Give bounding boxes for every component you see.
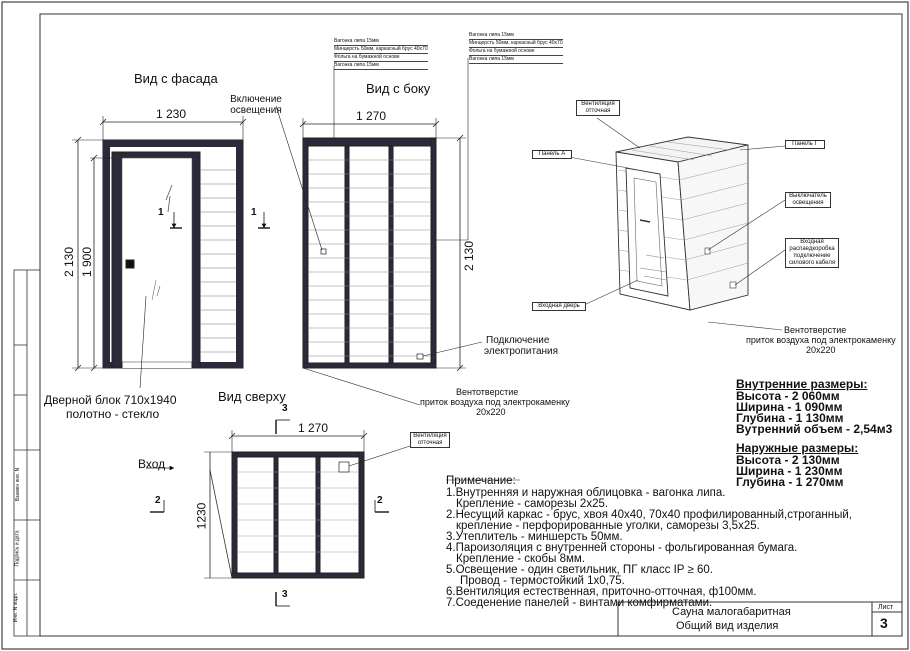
iso-panel-g: Панель Г — [785, 140, 825, 149]
light-switch-label: Включение освещения — [230, 94, 282, 116]
note-line-11: 7.Соеденение панелей - винтами комфирмат… — [446, 597, 713, 609]
outer-width: Ширина - 1 230мм — [736, 464, 843, 478]
section-mark-2-right: 2 — [377, 495, 383, 506]
front-width-dim: 1 230 — [156, 107, 187, 121]
title-block — [617, 601, 903, 637]
outer-height: Высота - 2 130мм — [736, 453, 840, 467]
top-view-title: Вид сверху — [218, 389, 286, 404]
entrance-label: Вход — [138, 457, 166, 471]
iso-cable-4: силового кабеля — [788, 260, 836, 266]
side-view-title: Вид с боку — [366, 81, 431, 96]
inner-sizes-title: Внутренние размеры: — [736, 377, 868, 391]
section-mark-2-left: 2 — [155, 495, 161, 506]
stamp-inv-orig: Инв. N подл. — [13, 592, 20, 623]
iso-door-label: Входная дверь — [532, 302, 586, 311]
note-line-2: Крепление - саморезы 2х25. — [456, 498, 609, 510]
margin-stamp — [13, 269, 41, 637]
layer-left-3: Фольга на бумажной основе — [334, 54, 428, 62]
layer-left-2: Минцерсть 50мм, каркасный брус 40х70 — [334, 46, 428, 54]
layer-right-4: Вагонка липа 15мм — [469, 56, 563, 64]
side-view — [275, 58, 483, 406]
power-label-1: Подключение — [486, 335, 550, 346]
note-line-7: Крепление - скобы 8мм. — [456, 553, 585, 565]
door-glass-label: полотно - стекло — [66, 407, 160, 421]
iso-cable-3: подключение — [793, 253, 831, 259]
front-view — [72, 116, 270, 389]
outer-sizes-title: Наружные размеры: — [736, 441, 859, 455]
section-mark-1-right: 1 — [251, 207, 257, 218]
front-height-dim: 2 130 — [62, 246, 77, 278]
side-vent-label-2: приток воздуха под электрокаменку — [420, 397, 570, 407]
note-line-4: крепление - перфорированные уголки, само… — [456, 520, 760, 532]
layer-right-1: Вагонка липа 15мм — [469, 32, 563, 40]
note-line-8: 5.Освещение - один светильник, ПГ класс … — [446, 564, 713, 576]
front-view-title: Вид с фасада — [134, 71, 218, 86]
inner-volume: Вутренний объем - 2,54м3 — [736, 422, 893, 436]
door-height-dim: 1 900 — [80, 246, 95, 278]
stamp-inv-replace: Взамен инв. N — [15, 467, 22, 502]
note-line-6: 4.Пароизоляция с внутренней стороны - фо… — [446, 542, 798, 554]
inner-height: Высота - 2 060мм — [736, 389, 840, 403]
layer-right-3: Фольга на бумажной основе — [469, 48, 563, 56]
top-vent-box: Вентиляция отточная — [410, 432, 450, 448]
top-depth-dim: 1230 — [194, 502, 209, 530]
iso-view — [568, 117, 786, 331]
title-block-line2: Общий вид изделия — [676, 620, 779, 632]
title-block-line1: Сауна малогабаритная — [672, 606, 791, 618]
note-line-9: Провод - термостойкий 1х0,75. — [460, 575, 625, 587]
stamp-sign-date: Подпись и дата — [14, 530, 21, 567]
note-line-3: 2.Несущий каркас - брус, хвоя 40х40, 70х… — [446, 509, 852, 521]
top-vent-box-1: Вентиляция — [413, 433, 447, 439]
side-vent-label-1: Вентотверстие — [456, 387, 519, 397]
top-view — [146, 419, 411, 607]
iso-cable-box: Входная распаедкоробка подключение силов… — [785, 238, 839, 268]
iso-switch-1: Выключатель — [789, 193, 827, 199]
layers-right: Вагонка липа 15мм Минцерсть 50мм, каркас… — [469, 32, 563, 64]
iso-switch-box: Выключатель освещения — [785, 192, 831, 208]
door-block-label: Дверной блок 710х1940 — [44, 393, 177, 407]
sheet-label: Лист — [878, 604, 894, 611]
notes-title: Примечание: — [446, 475, 516, 487]
section-mark-3-bottom: 3 — [282, 589, 288, 600]
layers-left: Вагонка липа 15мм Минцерсть 50мм, каркас… — [334, 38, 428, 70]
top-vent-box-2: отточная — [417, 440, 443, 446]
top-width-dim: 1 270 — [298, 421, 329, 435]
iso-cable-2: распаедкоробка — [789, 246, 835, 252]
note-line-1: 1.Внутренняя и наружная облицовка - ваго… — [446, 487, 726, 499]
note-line-5: 3.Утеплитель - миншерсть 50мм. — [446, 531, 623, 543]
iso-vent-hole-2: приток воздуха под электрокаменку — [746, 335, 896, 345]
iso-vent-box: Вентиляция отточная — [576, 100, 620, 116]
layer-left-4: Вагонка липа 15мм — [334, 62, 428, 70]
iso-vent-hole-1: Вентотверстие — [784, 325, 847, 335]
inner-width: Ширина - 1 090мм — [736, 400, 843, 414]
inner-depth: Глубина - 1 130мм — [736, 411, 844, 425]
note-line-10: 6.Вентиляция естественная, приточно-отто… — [446, 586, 757, 598]
side-vent-label-3: 20х220 — [476, 407, 506, 417]
section-mark-1-left: 1 — [158, 207, 164, 218]
sheet-number: 3 — [880, 615, 888, 631]
layer-right-2: Минцерсть 50мм, каркасный брус 40х70 — [469, 40, 563, 48]
iso-panel-a: Панель А — [532, 150, 572, 159]
iso-cable-1: Входная — [800, 239, 824, 245]
iso-vent-2: отточная — [585, 108, 611, 114]
side-width-dim: 1 270 — [356, 109, 387, 123]
side-height-dim: 2 130 — [462, 240, 477, 272]
iso-vent-1: Вентиляция — [581, 101, 615, 107]
power-label-2: электропитания — [484, 346, 559, 357]
outer-depth: Глубина - 1 270мм — [736, 475, 844, 489]
layer-left-1: Вагонка липа 15мм — [334, 38, 428, 46]
iso-switch-2: освещения — [792, 200, 824, 206]
iso-vent-hole-3: 20х220 — [806, 345, 836, 355]
section-mark-3-top: 3 — [282, 403, 288, 414]
